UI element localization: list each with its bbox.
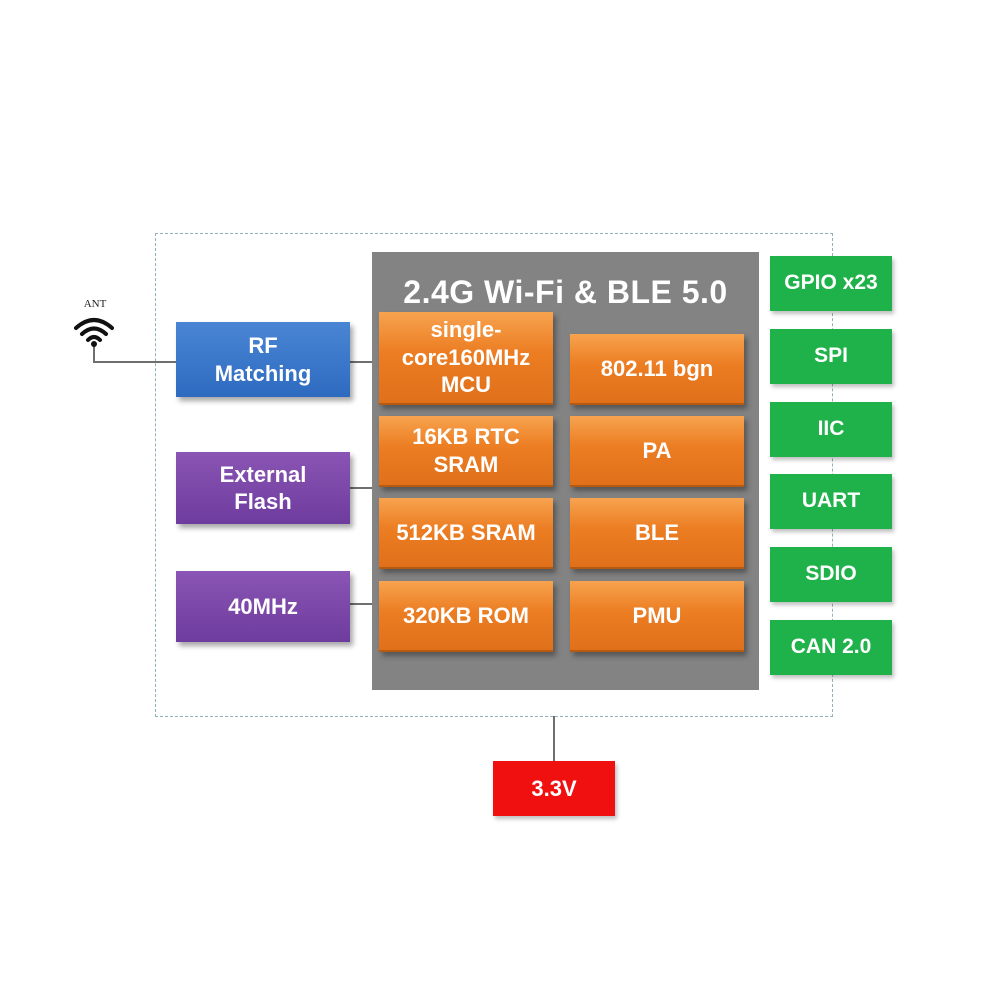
interface-can: CAN 2.0 — [770, 620, 892, 675]
interface-sdio: SDIO — [770, 547, 892, 602]
antenna-label: ANT — [83, 298, 107, 310]
power-3v3-block: 3.3V — [493, 761, 615, 816]
interface-gpio: GPIO x23 — [770, 256, 892, 311]
interface-uart: UART — [770, 474, 892, 529]
sram-block: 512KB SRAM — [379, 498, 553, 569]
mcu-block: single- core160MHz MCU — [379, 312, 553, 405]
wifi-80211-block: 802.11 bgn — [570, 334, 744, 405]
rf-to-chip-wire — [349, 361, 374, 363]
pa-block: PA — [570, 416, 744, 487]
interface-iic: IIC — [770, 402, 892, 457]
chip-title: 2.4G Wi-Fi & BLE 5.0 — [403, 274, 728, 310]
antenna-wire-horizontal — [93, 361, 177, 363]
ble-block: BLE — [570, 498, 744, 569]
external-flash-block: External Flash — [176, 452, 350, 524]
wifi-antenna-icon — [74, 318, 114, 347]
pmu-block: PMU — [570, 581, 744, 652]
crystal-40mhz-block: 40MHz — [176, 571, 350, 642]
power-wire — [553, 716, 555, 762]
interface-spi: SPI — [770, 329, 892, 384]
antenna-wire-vertical — [93, 343, 95, 363]
rtc-sram-block: 16KB RTC SRAM — [379, 416, 553, 487]
crystal-to-chip-wire — [349, 603, 374, 605]
flash-to-chip-wire — [349, 487, 374, 489]
rom-block: 320KB ROM — [379, 581, 553, 652]
rf-matching-block: RF Matching — [176, 322, 350, 397]
